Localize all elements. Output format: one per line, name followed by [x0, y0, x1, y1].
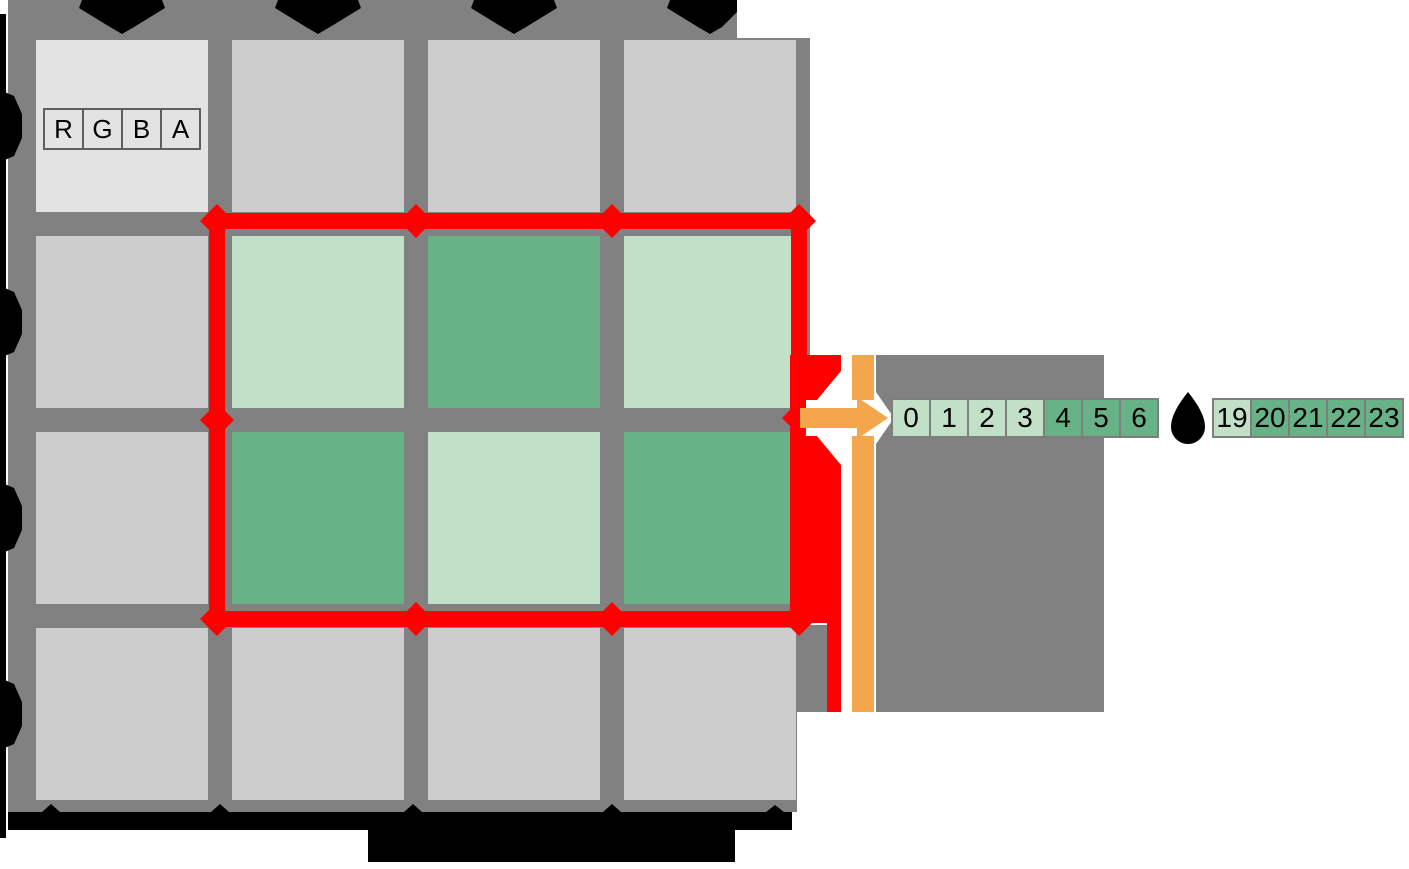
selected-texel: [428, 432, 600, 604]
selection-right-band: [790, 355, 841, 623]
selected-texel: [624, 236, 796, 408]
cropped-bottom-band: [8, 812, 792, 830]
ellipsis-blob: [1171, 392, 1205, 444]
buffer-cell: 4: [1043, 398, 1083, 438]
texel-cell: [232, 628, 404, 800]
buffer-cell: 22: [1326, 398, 1366, 438]
buffer-cell: 5: [1081, 398, 1121, 438]
selected-texel: [232, 236, 404, 408]
selected-texel: [232, 432, 404, 604]
texel-cell: [624, 628, 796, 800]
texel-cell: [428, 628, 600, 800]
buffer-cell: 21: [1288, 398, 1328, 438]
texel-cell: [232, 40, 404, 212]
buffer-cell: 6: [1119, 398, 1159, 438]
texel-cell: [36, 628, 208, 800]
selected-texel: [624, 432, 796, 604]
selection-outline: [209, 213, 807, 627]
texel-cell: [36, 432, 208, 604]
channel-label-g: G: [84, 110, 123, 148]
buffer-cell: 19: [1212, 398, 1252, 438]
texel-cell: [624, 40, 796, 212]
channel-label-a: A: [171, 113, 190, 144]
arrow-halo: [806, 400, 874, 436]
buffer-cell: 3: [1005, 398, 1045, 438]
buffer-cell: 23: [1364, 398, 1404, 438]
channel-label-b: B: [123, 110, 162, 148]
selected-texel: [428, 236, 600, 408]
buffer-cell: 20: [1250, 398, 1290, 438]
cropped-bottom-label-block: [368, 830, 735, 862]
channel-label-r: R: [45, 110, 84, 148]
cropped-left-edge-line: [0, 14, 6, 838]
copy-bracket-bar: [852, 355, 874, 712]
buffer-cell: 1: [929, 398, 969, 438]
texel-cell: [428, 40, 600, 212]
texel-cell: [36, 236, 208, 408]
channel-box: R G B A: [43, 108, 201, 150]
selection-right-band-lower: [827, 623, 841, 712]
buffer-cell: 2: [967, 398, 1007, 438]
texel-cell: R G B A: [36, 40, 208, 212]
buffer-cell: 0: [891, 398, 931, 438]
